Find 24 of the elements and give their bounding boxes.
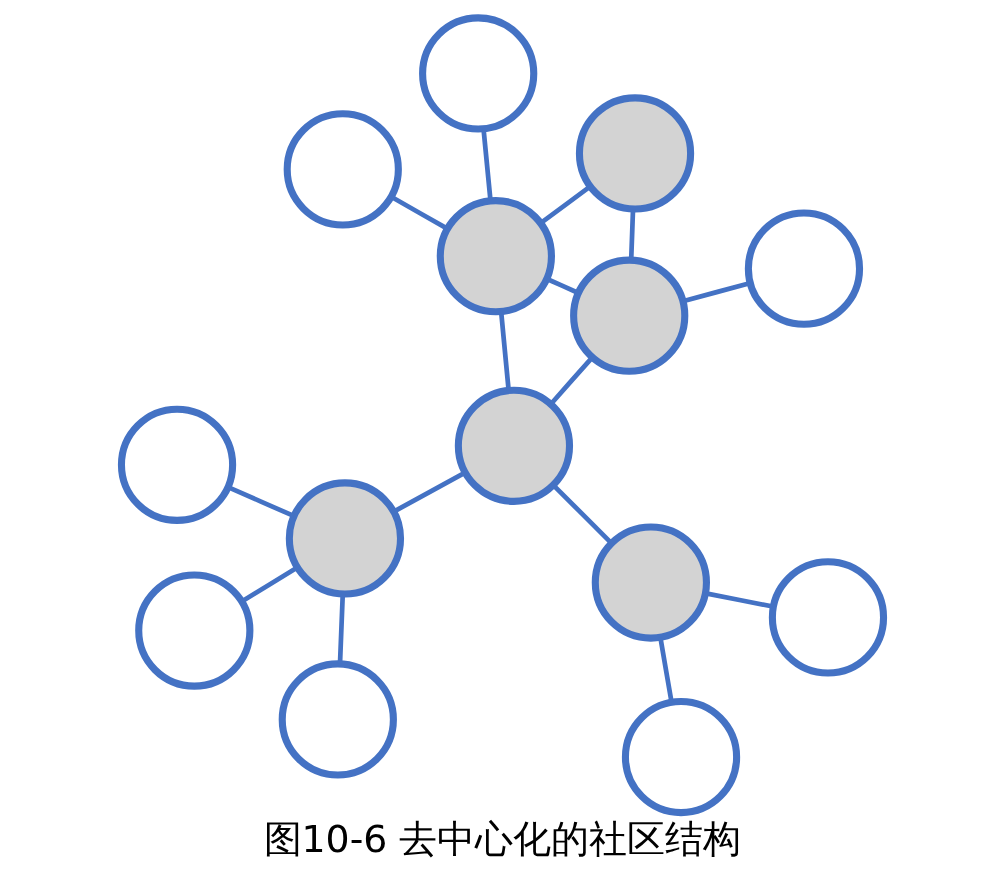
node-circle bbox=[454, 386, 573, 505]
connector bbox=[657, 637, 674, 703]
node-circle bbox=[134, 571, 253, 690]
connector bbox=[548, 356, 594, 406]
node-circle bbox=[621, 697, 740, 817]
node-circle bbox=[744, 209, 863, 328]
connector bbox=[480, 129, 493, 201]
node-circle bbox=[768, 558, 887, 677]
node-circle bbox=[283, 110, 402, 229]
node-circle bbox=[591, 523, 710, 642]
node-circle bbox=[575, 94, 694, 213]
node-circle bbox=[569, 256, 688, 375]
node-circle bbox=[117, 405, 236, 524]
connector bbox=[498, 311, 511, 391]
node-circle bbox=[278, 660, 397, 779]
node-circle bbox=[418, 14, 537, 133]
connector bbox=[240, 565, 298, 604]
connector bbox=[392, 470, 466, 514]
node-circle bbox=[436, 197, 555, 316]
caption: 图10-6 去中心化的社区结构 bbox=[263, 817, 741, 862]
connector bbox=[551, 483, 613, 545]
node-circle bbox=[285, 479, 404, 598]
connector bbox=[337, 594, 345, 664]
connector bbox=[628, 209, 635, 260]
